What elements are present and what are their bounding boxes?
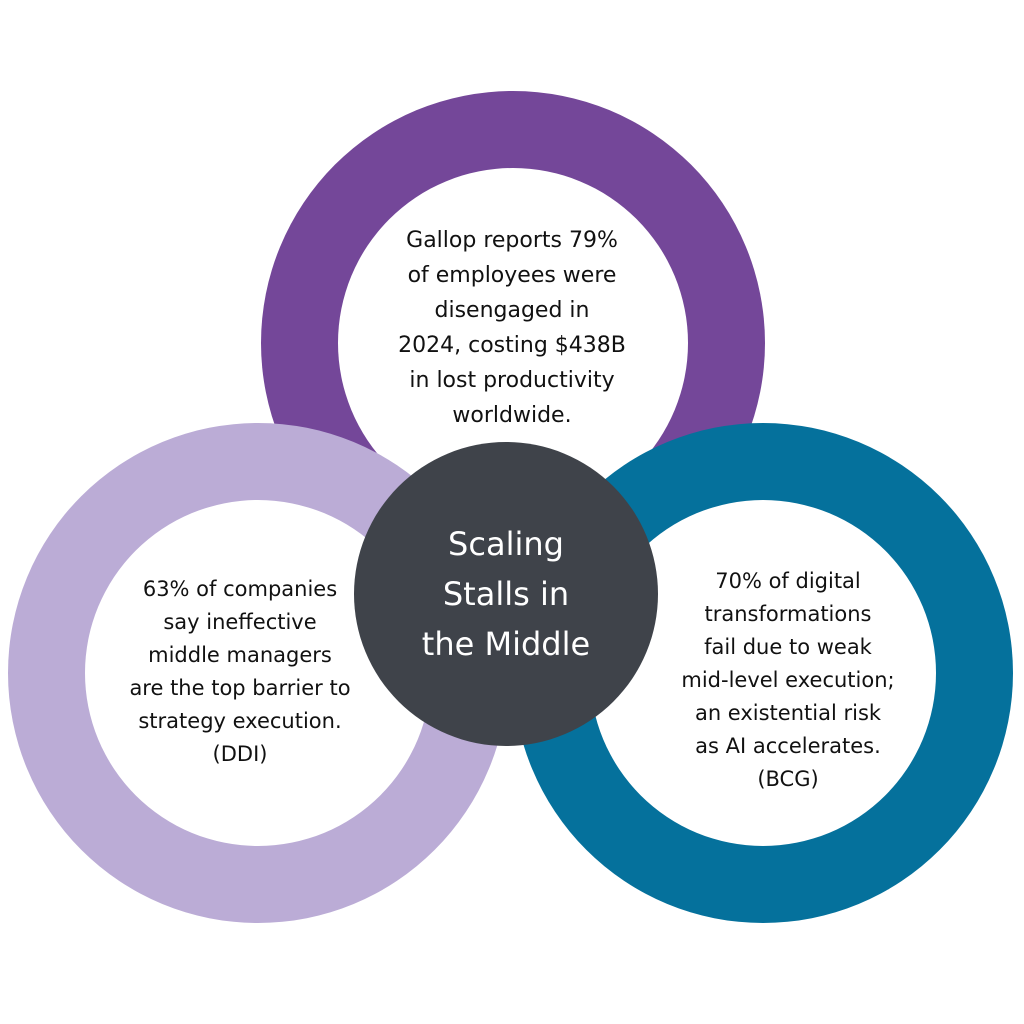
text-line: say ineffective [163, 610, 317, 634]
text-line: worldwide. [452, 403, 572, 428]
text-line: disengaged in [434, 298, 590, 323]
title-line: Stalls in [442, 575, 570, 613]
text-line: middle managers [148, 643, 332, 667]
center-title: Scaling Stalls in the Middle [356, 444, 656, 744]
text-line: 2024, costing $438B [398, 333, 626, 358]
right-ring-inner [590, 500, 936, 846]
center-circle [354, 442, 658, 746]
text-line: (DDI) [212, 742, 268, 766]
title-line: the Middle [421, 625, 591, 663]
text-line: fail due to weak [704, 634, 872, 659]
left-ring-inner [85, 500, 431, 846]
text-line: as AI accelerates. [695, 733, 881, 758]
text-line: are the top barrier to [129, 676, 351, 700]
title-line: Scaling [448, 525, 564, 563]
text-line: Gallop reports 79% [406, 228, 618, 253]
left-circle-text: 63% of companies say ineffective middle … [90, 572, 390, 772]
top-circle-text: Gallop reports 79% of employees were dis… [362, 228, 662, 428]
text-line: strategy execution. [138, 709, 342, 733]
text-line: 70% of digital [715, 568, 861, 593]
right-circle-text: 70% of digital transformations fail due … [638, 560, 938, 800]
top-ring-inner [338, 168, 688, 518]
text-line: in lost productivity [409, 368, 615, 393]
text-line: an existential risk [694, 700, 882, 725]
text-line: (BCG) [757, 766, 819, 791]
text-line: transformations [704, 601, 872, 626]
text-line: of employees were [407, 263, 617, 288]
text-line: mid-level execution; [681, 667, 895, 692]
text-line: 63% of companies [142, 577, 338, 601]
